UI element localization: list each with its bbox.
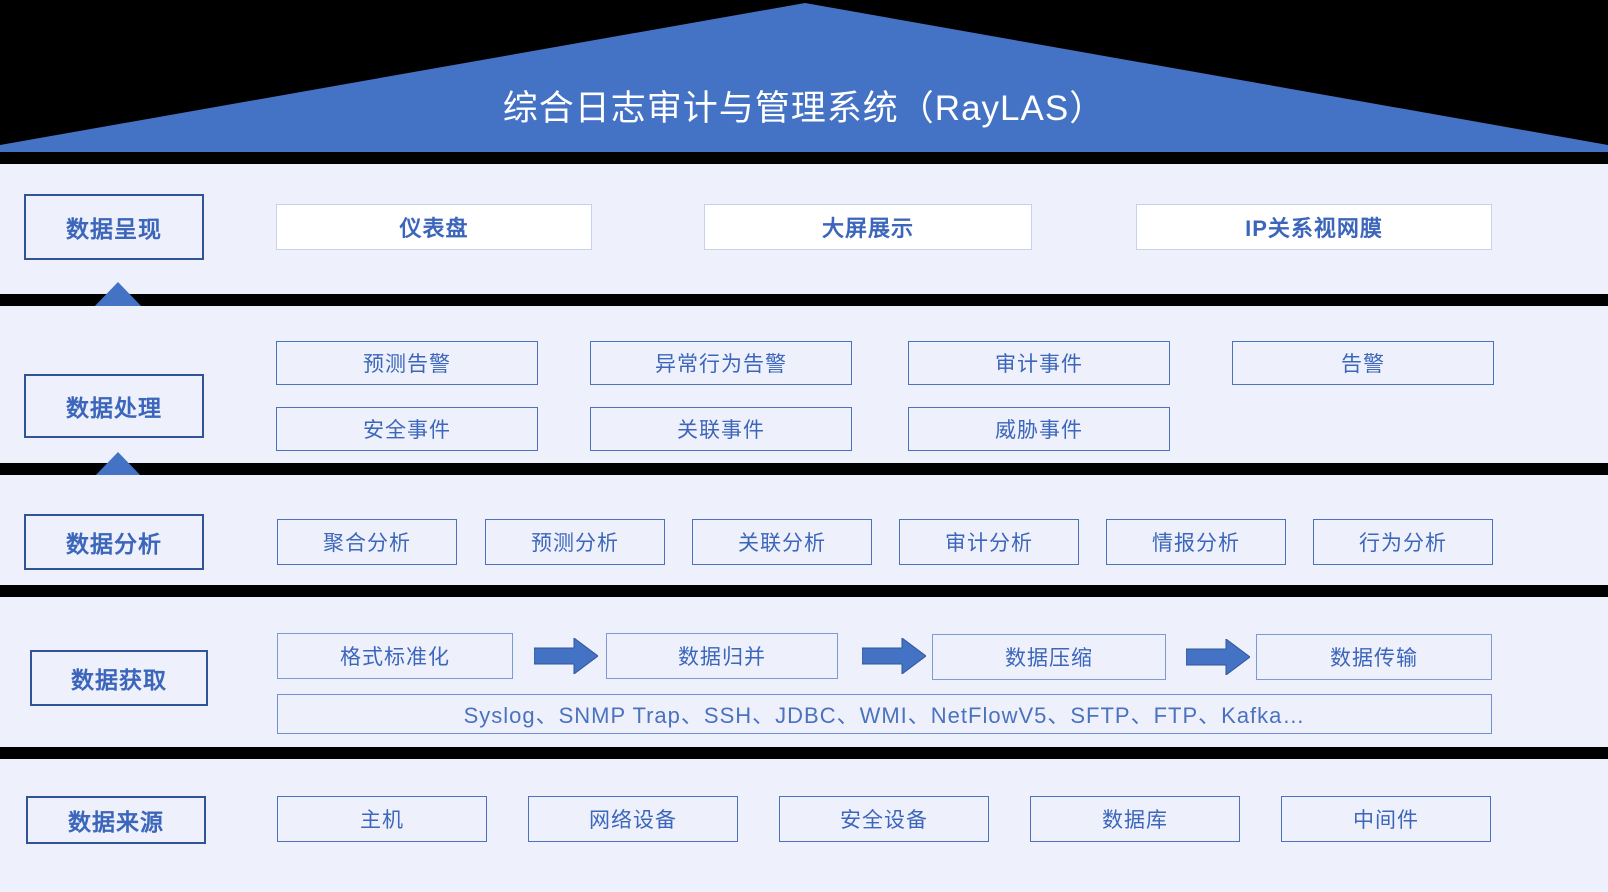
box-predictive-alarm[interactable]: 预测告警 [276,341,538,385]
box-intelligence-analysis[interactable]: 情报分析 [1106,519,1286,565]
arrow-right-2 [862,638,926,674]
roof-banner: 综合日志审计与管理系统（RayLAS） [0,0,1608,152]
box-dashboard[interactable]: 仪表盘 [276,204,592,250]
box-abnormal-behavior-alarm[interactable]: 异常行为告警 [590,341,852,385]
box-source-database[interactable]: 数据库 [1030,796,1240,842]
box-protocol-list[interactable]: Syslog、SNMP Trap、SSH、JDBC、WMI、NetFlowV5、… [277,694,1492,734]
divider-3 [0,585,1608,597]
divider-2 [0,463,1608,475]
arrow-right-3 [1186,639,1250,675]
box-audit-analysis[interactable]: 审计分析 [899,519,1079,565]
stage-label-processing[interactable]: 数据处理 [24,374,204,438]
box-behavior-analysis[interactable]: 行为分析 [1313,519,1493,565]
divider-4 [0,747,1608,759]
stage-label-analysis[interactable]: 数据分析 [24,514,204,570]
box-data-transmission[interactable]: 数据传输 [1256,634,1492,680]
box-correlation-event[interactable]: 关联事件 [590,407,852,451]
box-data-merge[interactable]: 数据归并 [606,633,838,679]
box-predictive-analysis[interactable]: 预测分析 [485,519,665,565]
page-title: 综合日志审计与管理系统（RayLAS） [502,89,1106,128]
box-alarm[interactable]: 告警 [1232,341,1494,385]
box-ip-retina[interactable]: IP关系视网膜 [1136,204,1492,250]
roof-triangle-icon [0,3,1608,152]
box-source-host[interactable]: 主机 [277,796,487,842]
box-aggregation-analysis[interactable]: 聚合分析 [277,519,457,565]
box-source-network-device[interactable]: 网络设备 [528,796,738,842]
box-correlation-analysis[interactable]: 关联分析 [692,519,872,565]
box-big-screen[interactable]: 大屏展示 [704,204,1032,250]
arrow-right-1 [534,638,598,674]
box-threat-event[interactable]: 威胁事件 [908,407,1170,451]
box-security-event[interactable]: 安全事件 [276,407,538,451]
box-audit-event[interactable]: 审计事件 [908,341,1170,385]
stage-label-sources[interactable]: 数据来源 [26,796,206,844]
box-source-security-device[interactable]: 安全设备 [779,796,989,842]
box-source-middleware[interactable]: 中间件 [1281,796,1491,842]
stage-label-acquisition[interactable]: 数据获取 [30,650,208,706]
box-data-compression[interactable]: 数据压缩 [932,634,1166,680]
stage-label-presentation[interactable]: 数据呈现 [24,194,204,260]
divider-1 [0,294,1608,306]
box-format-standardization[interactable]: 格式标准化 [277,633,513,679]
